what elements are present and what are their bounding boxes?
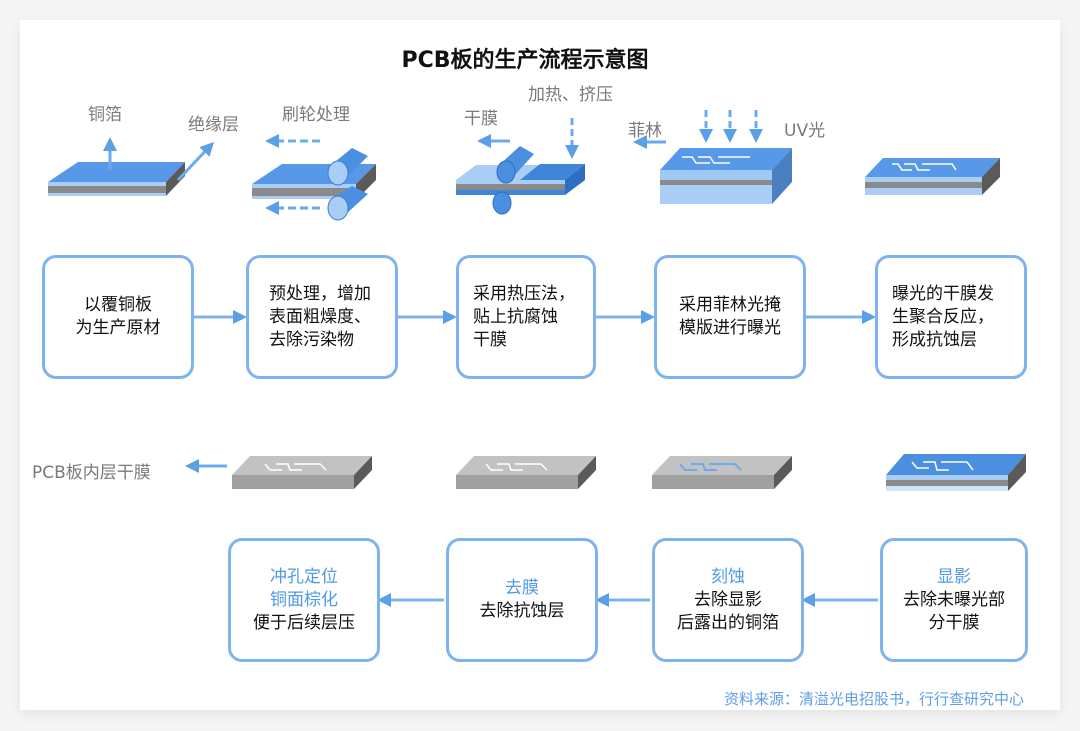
label-uv-light: UV光 [784,121,826,141]
label-heat-press: 加热、挤压 [528,85,613,105]
step-box-etch: 刻蚀 去除显影 后露出的铜箔 [652,538,804,662]
lamination-illustration [456,118,585,215]
step-text: 曝光的干膜发 [892,283,994,304]
diagram-graphics [48,110,1026,607]
step-title: 去膜 [505,578,539,598]
step-text: 去除抗蚀层 [479,601,565,621]
exposure-illustration [633,110,792,204]
step-text: 贴上抗腐蚀 [473,306,558,327]
label-brush: 刷轮处理 [282,105,350,125]
copper-clad-board-illustration [48,137,215,196]
step-box-strip: 去膜 去除抗蚀层 [446,538,598,662]
step-text: 采用热压法， [473,283,575,304]
diagram-title: PCB板的生产流程示意图 [401,48,649,73]
step-text: 采用菲林光掩 [679,295,781,315]
step-title: 冲孔定位 [270,566,338,587]
diagram-card: PCB板的生产流程示意图 铜箔 绝缘层 刷轮处理 干膜 加热、挤压 菲林 UV光… [20,20,1060,710]
step-box-pretreatment: 预处理，增加 表面粗燥度、 去除污染物 [246,255,398,379]
step-title: 显影 [937,566,971,587]
inner-layer-board-illustration [185,456,372,489]
step-text: 形成抗蚀层 [892,329,977,350]
label-insulation: 绝缘层 [188,115,239,135]
step-text: 生聚合反应， [892,306,994,327]
etched-board-illustration [652,456,792,489]
step-text: 以覆铜板 [84,295,152,315]
step-text: 后露出的铜箔 [677,612,779,633]
step-text: 表面粗燥度、 [269,306,371,327]
step-box-polymerization: 曝光的干膜发 生聚合反应， 形成抗蚀层 [875,255,1027,379]
step-title: 铜面棕化 [270,589,338,610]
step-text: 去除未曝光部 [903,589,1005,610]
step-title: 刻蚀 [711,566,745,587]
step-text: 预处理，增加 [269,283,371,304]
step-text: 为生产原材 [75,318,161,338]
insulation-arrow [176,141,215,182]
step-text: 分干膜 [928,612,980,633]
exposed-board-illustration [865,158,1000,195]
step-box-raw-material: 以覆铜板 为生产原材 [42,255,194,379]
stripped-board-illustration [456,456,596,489]
step-text: 干膜 [473,329,507,350]
step-text: 去除污染物 [269,329,354,350]
brush-roller-illustration [252,134,376,221]
label-dry-film: 干膜 [464,109,498,129]
label-inner-layer: PCB板内层干膜 [32,463,151,483]
step-text: 去除显影 [694,589,762,610]
source-note: 资料来源：清溢光电招股书，行行查研究中心 [723,690,1024,708]
step-box-punch-oxide: 冲孔定位 铜面棕化 便于后续层压 [228,538,380,662]
step-text: 模版进行曝光 [679,318,781,338]
step-box-lamination: 采用热压法， 贴上抗腐蚀 干膜 [456,255,596,379]
developed-board-illustration [886,454,1026,491]
step-text: 便于后续层压 [253,612,355,633]
label-copper-foil: 铜箔 [88,105,122,125]
step-box-exposure: 采用菲林光掩 模版进行曝光 [654,255,806,379]
step-box-develop: 显影 去除未曝光部 分干膜 [880,538,1028,662]
